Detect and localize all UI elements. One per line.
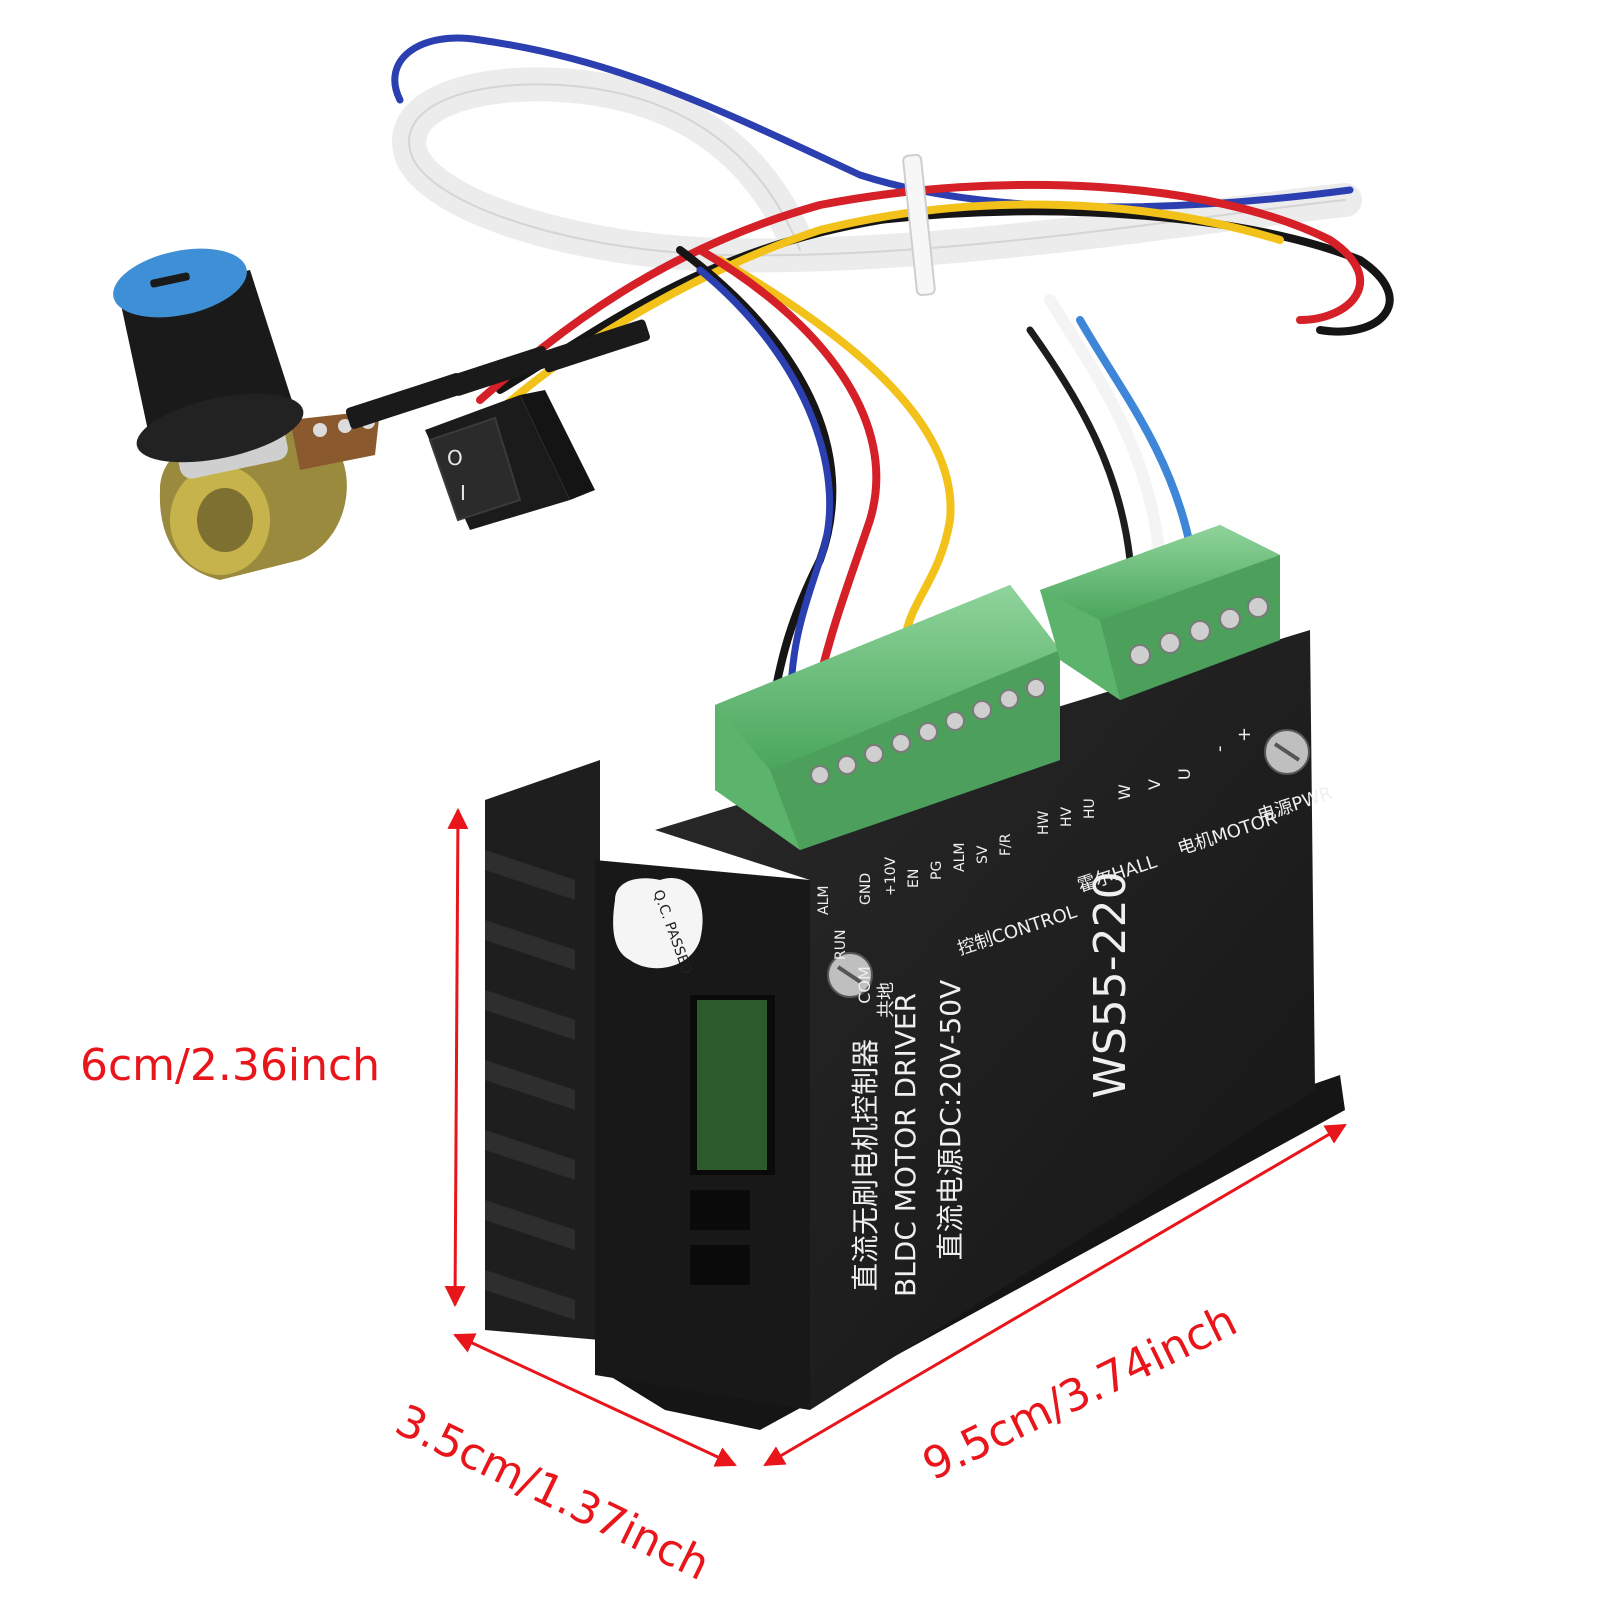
pin-hv: HV <box>1059 806 1075 827</box>
pin-gnd: GND <box>858 873 874 905</box>
pin-u: U <box>1175 768 1194 780</box>
motor-black-wire <box>1026 326 1134 564</box>
white-cable <box>392 67 1362 273</box>
dimension-arrows <box>444 807 1347 1467</box>
red-wire <box>476 180 1365 404</box>
model-label: WS55-220 <box>1085 871 1136 1098</box>
motor-white-wire <box>1044 294 1166 566</box>
switch-mark-off: O <box>447 446 463 470</box>
blue-wire <box>391 34 1354 211</box>
power-spec-label: 直流电源DC:20V-50V <box>934 980 967 1261</box>
rocker-switch: O I <box>425 390 595 530</box>
control-terminal-screws <box>810 678 1046 785</box>
knob-skirt <box>136 393 304 463</box>
dupont-connectors <box>345 319 650 429</box>
potentiometer <box>113 248 380 580</box>
pin-fr: F/R <box>998 833 1014 856</box>
black-wire <box>496 207 1394 394</box>
name-cn-label: 直流无刷电机控制器 <box>849 1039 882 1291</box>
control-terminal-block <box>715 585 1060 850</box>
height-arrow <box>444 807 469 1308</box>
pin-v: V <box>1145 779 1164 790</box>
dimension-height-label: 6cm/2.36inch <box>80 1040 381 1091</box>
red-wire-drop <box>696 246 881 704</box>
pin-alm: ALM <box>952 843 968 872</box>
pin-hu: HU <box>1082 798 1098 819</box>
motor-blue-wire <box>1076 316 1194 549</box>
com-label-cn: 共地 <box>876 982 897 1018</box>
pin-sv: SV <box>975 845 991 864</box>
qc-sticker: Q.C. PASSED <box>613 878 703 977</box>
knob-cap <box>113 248 247 318</box>
switch-mark-on: I <box>460 481 466 505</box>
pin-w: W <box>1115 784 1134 800</box>
cable-tie <box>902 153 936 297</box>
knob-indicator <box>150 272 190 288</box>
led-alm-label: ALM <box>816 886 832 915</box>
pin-en: EN <box>906 869 922 888</box>
yellow-wire-drop <box>716 256 955 644</box>
motor-power-terminal-block <box>1040 525 1280 700</box>
pin-10v: +10V <box>883 856 899 896</box>
motor-terminal-screws <box>1129 596 1269 666</box>
name-en-label: BLDC MOTOR DRIVER <box>889 993 922 1297</box>
blue-wire-drop <box>696 266 834 724</box>
led-run-label: RUN <box>833 930 849 960</box>
white-cable-edge <box>408 83 1346 257</box>
pin-pg: PG <box>929 861 945 880</box>
pin-hw: HW <box>1036 810 1052 835</box>
width-arrow <box>763 1123 1347 1467</box>
pin-plus: + <box>1234 727 1255 742</box>
depth-arrow <box>453 1333 737 1467</box>
switch-rocker <box>428 416 522 522</box>
com-label: COM <box>855 966 874 1004</box>
pcb-board <box>697 1000 767 1170</box>
pin-minus: - <box>1209 746 1230 753</box>
heatsink <box>485 760 600 1340</box>
